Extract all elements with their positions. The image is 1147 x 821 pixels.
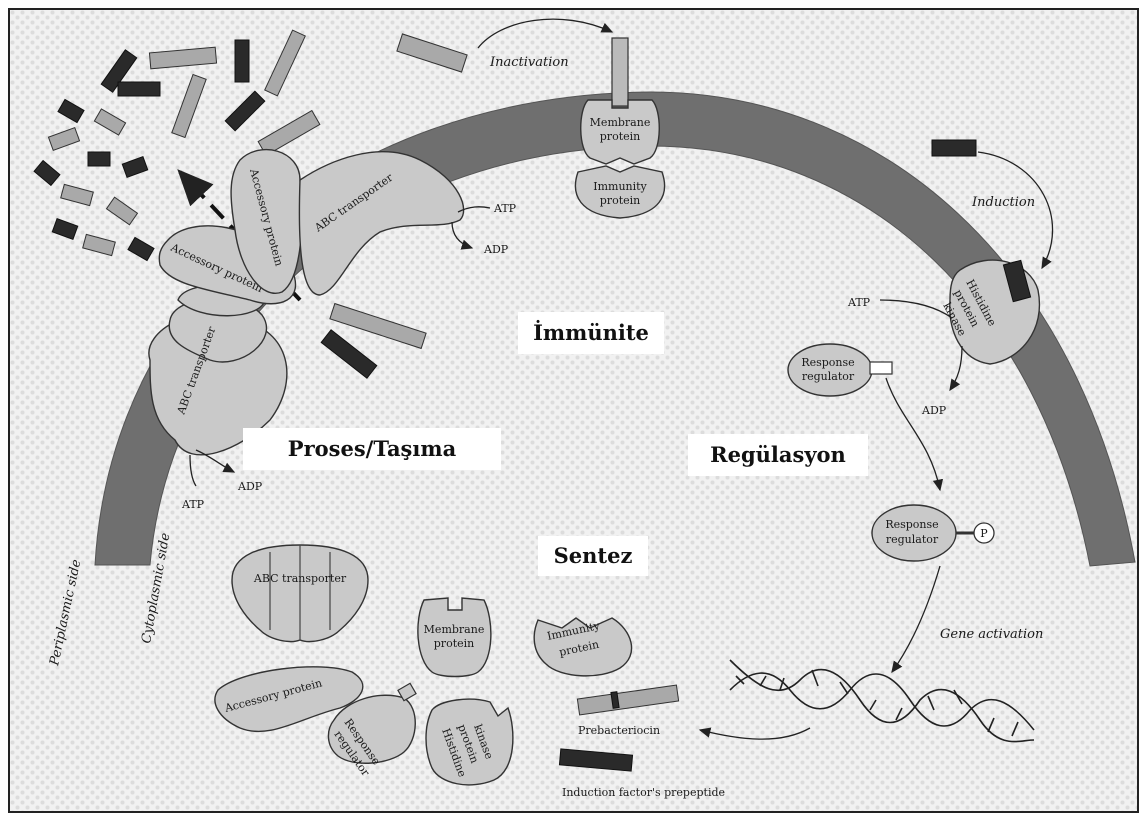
induction-label: Induction: [971, 195, 1035, 210]
induction-prepeptide-label: Induction factor's prepeptide: [562, 786, 725, 799]
prebacteriocin-label: Prebacteriocin: [578, 724, 660, 737]
adp-label-lower: ADP: [237, 480, 263, 493]
svg-text:protein: protein: [600, 194, 640, 207]
immunity-protein-free: Immunity protein: [534, 618, 631, 676]
svg-text:Response: Response: [801, 356, 854, 369]
section-regulation: Regülasyon: [710, 442, 846, 467]
section-processing: Proses/Taşıma: [288, 436, 457, 461]
svg-text:Membrane: Membrane: [424, 623, 485, 636]
section-synthesis: Sentez: [554, 543, 633, 568]
atp-label-right: ATP: [847, 296, 871, 309]
atp-label-lower: ATP: [181, 498, 205, 511]
membrane-protein-free: Membrane protein: [418, 598, 491, 677]
svg-text:regulator: regulator: [802, 370, 855, 383]
adp-label-right: ADP: [921, 404, 947, 417]
svg-text:Membrane: Membrane: [590, 116, 651, 129]
atp-label-upper: ATP: [493, 202, 517, 215]
adp-label-upper: ADP: [483, 243, 509, 256]
svg-text:Response: Response: [885, 518, 938, 531]
svg-text:protein: protein: [600, 130, 640, 143]
svg-text:regulator: regulator: [886, 533, 939, 546]
gene-activation-label: Gene activation: [940, 627, 1043, 642]
svg-text:ABC transporter: ABC transporter: [253, 572, 347, 585]
svg-text:P: P: [980, 527, 988, 540]
svg-text:Immunity: Immunity: [593, 180, 647, 193]
inactivation-label: Inactivation: [489, 55, 569, 70]
section-immunity: İmmünite: [533, 320, 649, 345]
svg-text:protein: protein: [434, 637, 474, 650]
